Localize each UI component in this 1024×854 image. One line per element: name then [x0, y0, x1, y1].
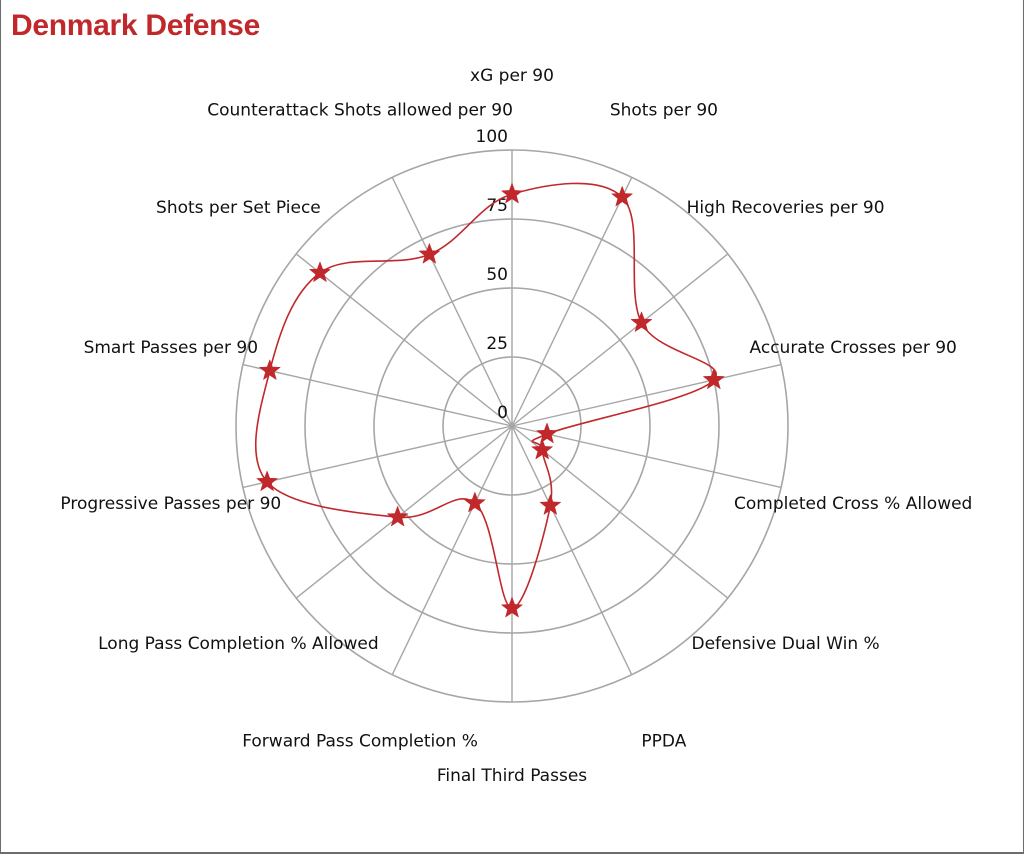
grid-spoke [511, 425, 782, 489]
data-point-star [611, 185, 634, 207]
grid-spoke [511, 425, 729, 599]
grid-spoke [295, 425, 513, 599]
category-label: High Recoveries per 90 [687, 198, 885, 218]
radial-tick-label: 100 [476, 127, 508, 147]
category-label: Smart Passes per 90 [84, 338, 258, 358]
data-point-star [539, 493, 562, 516]
radial-tick-label: 25 [486, 334, 508, 354]
grid-spoke [511, 425, 633, 675]
category-label: Final Third Passes [437, 766, 587, 786]
category-label: Shots per Set Piece [156, 198, 321, 218]
data-point-star [630, 311, 653, 333]
radial-tick-labels: 0 25 50 75 100 [476, 127, 508, 423]
grid-spoke [242, 363, 513, 427]
data-point-star [256, 470, 279, 492]
category-label: Forward Pass Completion % [242, 731, 478, 751]
category-label: Counterattack Shots allowed per 90 [207, 101, 513, 121]
category-labels: xG per 90 Shots per 90 High Recoveries per… [60, 66, 972, 786]
category-label: PPDA [641, 731, 686, 751]
data-point-star [258, 358, 281, 381]
category-label: Defensive Dual Win % [692, 634, 880, 654]
data-point-star [463, 491, 486, 513]
data-point-star [308, 261, 332, 283]
data-point-star [500, 596, 524, 618]
chart-title: Denmark Defense [11, 9, 260, 42]
grid-spoke [391, 177, 513, 427]
grid-spoke [242, 425, 513, 489]
category-label: Shots per 90 [610, 101, 718, 121]
category-label: Progressive Passes per 90 [60, 494, 281, 514]
data-point-star [500, 182, 524, 204]
grid-spoke [511, 177, 633, 427]
data-point-star [386, 505, 409, 527]
grid-spoke [511, 253, 729, 427]
radar-series [255, 182, 725, 618]
radial-tick-label: 75 [486, 196, 508, 216]
radial-tick-label: 0 [497, 403, 508, 423]
data-point-star [702, 368, 725, 390]
grid-spoke [511, 363, 782, 427]
category-label: xG per 90 [470, 66, 554, 86]
data-point-star [535, 422, 559, 444]
grid-spoke [295, 253, 513, 427]
data-point-star [531, 438, 554, 460]
category-label: Completed Cross % Allowed [734, 494, 972, 514]
category-label: Accurate Crosses per 90 [750, 338, 957, 358]
data-point-star [418, 242, 441, 264]
category-label: Long Pass Completion % Allowed [98, 634, 379, 654]
radial-tick-label: 50 [486, 265, 508, 285]
grid-spoke [391, 425, 513, 675]
radar-grid [235, 149, 789, 703]
